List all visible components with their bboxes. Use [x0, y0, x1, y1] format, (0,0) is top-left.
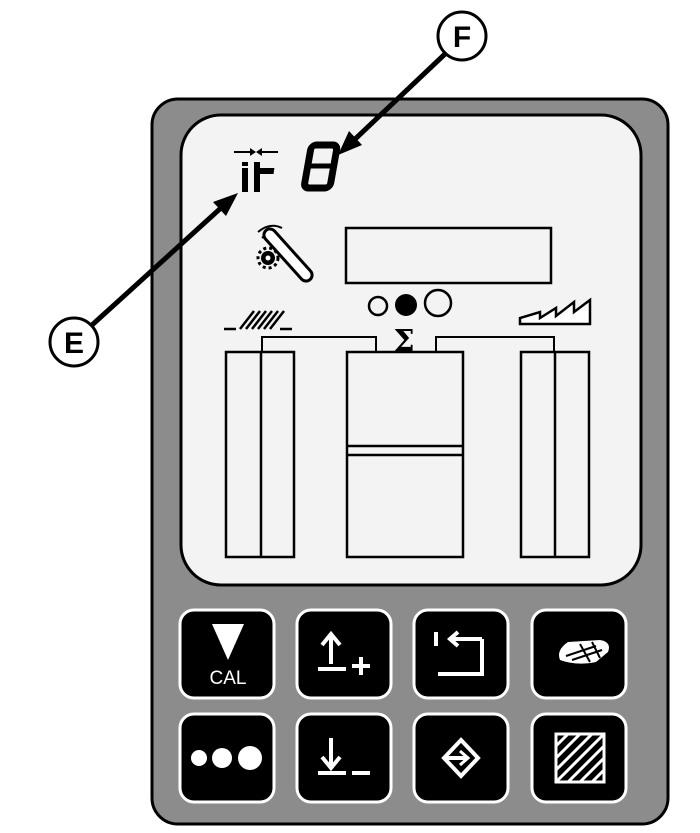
wrap-net-icon	[559, 640, 609, 664]
wrench-gear-icon	[256, 224, 314, 283]
callout-e-arrowhead	[213, 193, 238, 216]
windrow-icon	[224, 310, 292, 331]
right-bar-graph	[519, 350, 591, 559]
bale-wrap-button[interactable]	[530, 608, 628, 700]
sawtooth-icon	[518, 297, 592, 326]
arrow-down-minus-icon	[318, 738, 370, 775]
center-bar-graph	[345, 350, 465, 559]
decrease-button[interactable]	[295, 712, 393, 804]
cal-down-button[interactable]: CAL	[178, 608, 276, 700]
callout-e: E	[48, 193, 238, 368]
enter-button[interactable]	[412, 712, 510, 804]
callout-e-label: E	[64, 327, 84, 360]
three-dots-icon	[191, 746, 262, 770]
menu-dots-button[interactable]	[178, 712, 276, 804]
digit-readout: -8	[255, 141, 341, 192]
arrow-up-plus-icon	[318, 630, 370, 675]
triangle-down-icon	[212, 624, 244, 660]
callout-f: F	[338, 10, 488, 155]
sigma-symbol: Σ	[393, 324, 414, 359]
return-arrow-icon	[434, 630, 484, 676]
bale-size-circles-icon	[367, 288, 453, 318]
callout-f-label: F	[453, 21, 471, 54]
bracket-lines	[261, 336, 555, 352]
increase-button[interactable]	[295, 608, 393, 700]
hatch-pattern-button[interactable]	[530, 712, 628, 804]
compression-indicator-icon	[234, 148, 278, 192]
message-window	[344, 226, 553, 285]
cal-label: CAL	[210, 668, 247, 689]
callout-f-arrowhead	[338, 131, 362, 155]
return-button[interactable]	[412, 608, 510, 700]
enter-diamond-icon	[441, 737, 481, 779]
left-bar-graph	[224, 350, 296, 559]
hatched-square-icon	[554, 732, 606, 784]
